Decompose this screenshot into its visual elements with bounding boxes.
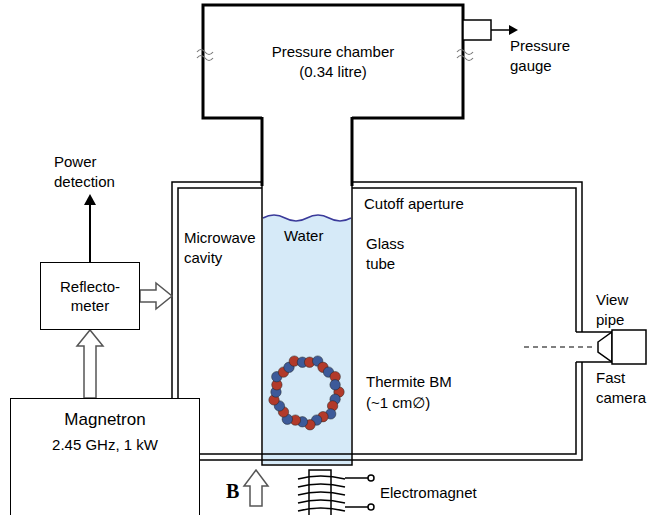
field-symbol: B xyxy=(226,478,246,504)
node-title: Magnetron xyxy=(64,409,145,431)
size-label: (~1 cm∅) xyxy=(366,393,476,413)
coil-winding xyxy=(298,476,345,479)
coil-winding xyxy=(298,492,345,495)
camera-icon xyxy=(598,330,646,364)
magnet-label: Electromagnet xyxy=(380,483,500,503)
coil-winding xyxy=(298,484,345,487)
thermite-ring xyxy=(269,356,344,430)
water xyxy=(263,215,351,464)
tube-label: Glass tube xyxy=(366,234,421,273)
pressure-chamber: Pressure chamber (0.34 litre) xyxy=(203,5,463,118)
reflectometer-box: Reflecto- meter xyxy=(40,262,140,330)
glass-tube xyxy=(262,186,352,465)
gauge-label: Pressure gauge xyxy=(510,36,590,75)
coil-winding xyxy=(298,500,345,503)
water-label: Water xyxy=(284,226,344,246)
microwave-cavity: Microwave cavity xyxy=(172,182,582,460)
power-flow-arrow xyxy=(77,330,103,398)
power-label: Power detection xyxy=(54,152,134,191)
field-arrow xyxy=(244,470,268,506)
cavity-wall xyxy=(172,182,616,460)
node-title: Reflecto- meter xyxy=(55,277,125,316)
sample-label: Thermite BM xyxy=(366,372,476,392)
chamber-wall xyxy=(203,5,463,118)
node-title: Microwave cavity xyxy=(184,228,264,267)
pressure-gauge xyxy=(463,20,491,40)
power-flow-arrow xyxy=(140,283,172,309)
electromagnet-coil xyxy=(298,470,374,515)
magnetron-box: Magnetron 2.45 GHz, 1 kW xyxy=(10,398,200,515)
coil-winding xyxy=(298,508,345,511)
neck-wall xyxy=(261,117,264,186)
pipe-label: View pipe xyxy=(596,290,648,329)
power-arrow xyxy=(89,202,91,262)
node-title: Pressure chamber (0.34 litre) xyxy=(263,42,403,81)
aperture-label: Cutoff aperture xyxy=(364,194,494,214)
camera-label: Fast camera xyxy=(596,368,650,407)
node-detail: 2.45 GHz, 1 kW xyxy=(52,435,158,455)
thermite-bead xyxy=(330,380,340,390)
sight-line xyxy=(524,346,595,347)
water-surface xyxy=(263,215,351,221)
